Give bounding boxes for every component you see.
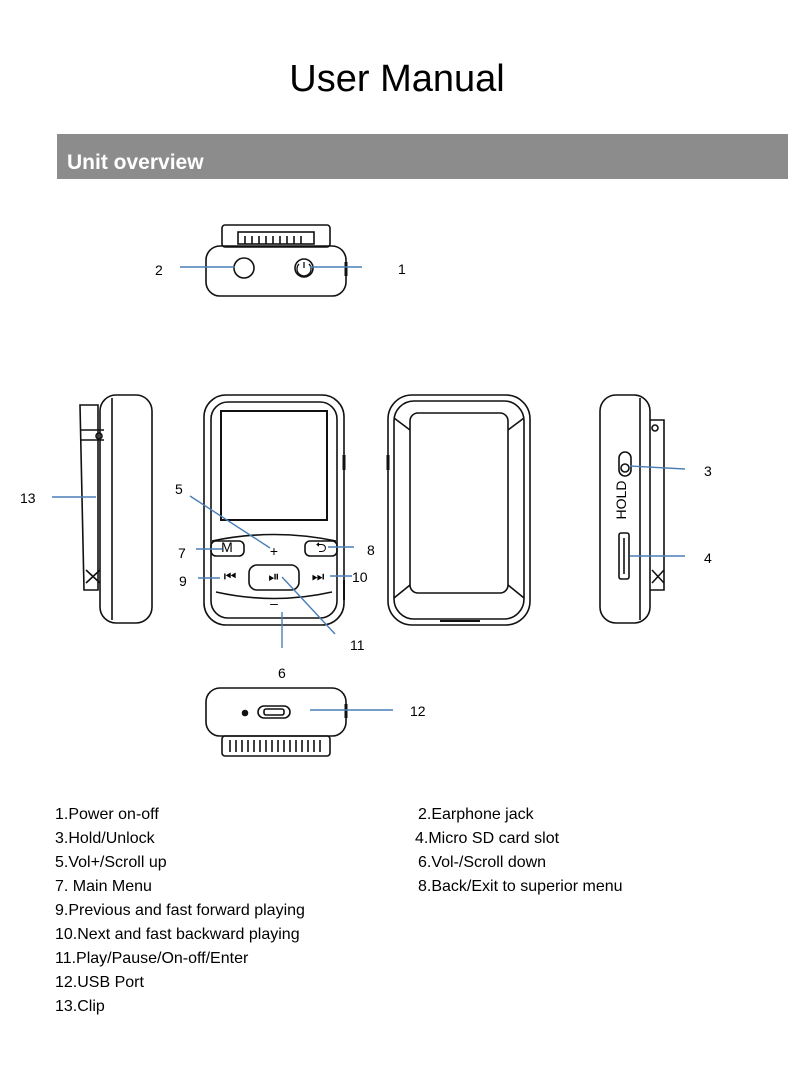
legend-item: 5.Vol+/Scroll up (55, 854, 167, 871)
callout-10: 10 (352, 569, 368, 585)
legend-item: 8.Back/Exit to superior menu (418, 878, 623, 895)
earphone-jack-icon (233, 257, 255, 279)
left-side-view-device (79, 394, 153, 624)
callout-13: 13 (20, 490, 36, 506)
legend-item: 9.Previous and fast forward playing (55, 902, 305, 919)
next-glyph: ⏭ (312, 568, 325, 584)
sd-card-slot-icon (618, 532, 630, 580)
prev-glyph: ⏮ (224, 568, 237, 584)
back-view-device (386, 394, 531, 626)
callout-11: 11 (350, 637, 365, 653)
legend-item: 13.Clip (55, 998, 105, 1015)
legend-item: 1.Power on-off (55, 806, 159, 823)
callout-1: 1 (398, 261, 406, 277)
legend-item: 10.Next and fast backward playing (55, 926, 300, 943)
usb-port-icon (257, 705, 291, 719)
section-heading: Unit overview (67, 151, 204, 174)
callout-6: 6 (278, 665, 286, 681)
power-button-icon (294, 258, 314, 278)
front-view-device (203, 394, 346, 626)
hold-switch-icon (618, 451, 632, 477)
legend-item: 7. Main Menu (55, 878, 152, 895)
bottom-view-device (205, 687, 348, 757)
page-title: User Manual (289, 58, 505, 100)
top-view-device (205, 224, 348, 297)
callout-7: 7 (178, 545, 186, 561)
callout-3: 3 (704, 463, 712, 479)
callout-5: 5 (175, 481, 183, 497)
legend-item: 4.Micro SD card slot (415, 830, 560, 847)
section-header: Unit overview (57, 134, 788, 179)
callout-8: 8 (367, 542, 375, 558)
legend-item: 6.Vol-/Scroll down (418, 854, 547, 871)
back-button-icon (304, 540, 338, 557)
vol-minus-glyph: – (270, 595, 278, 611)
hold-label: HOLD (613, 481, 629, 520)
play-pause-glyph: ⏯ (268, 568, 279, 584)
callout-2: 2 (155, 262, 163, 278)
legend-item: 3.Hold/Unlock (55, 830, 155, 847)
legend-item: 11.Play/Pause/On-off/Enter (55, 950, 249, 967)
callout-4: 4 (704, 550, 712, 566)
legend-item: 12.USB Port (55, 974, 144, 991)
vol-plus-glyph: + (270, 543, 278, 559)
right-side-view-device (599, 394, 665, 624)
back-glyph: ⮌ (315, 539, 326, 555)
menu-glyph: M (221, 539, 233, 555)
legend-item: 2.Earphone jack (418, 806, 534, 823)
callout-9: 9 (179, 573, 187, 589)
callout-12: 12 (410, 703, 426, 719)
play-pause-button-icon (248, 564, 300, 591)
